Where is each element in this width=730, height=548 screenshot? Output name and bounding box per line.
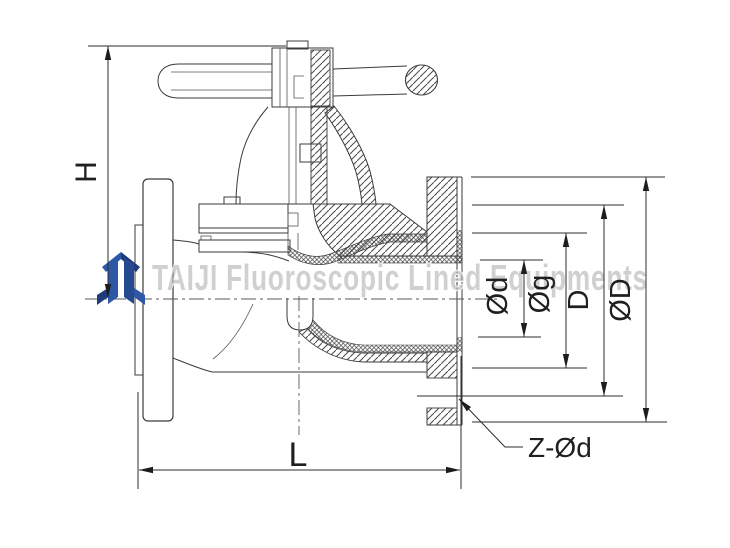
- compressor: [287, 212, 299, 227]
- dimension-H: H: [70, 45, 286, 298]
- stem-collar: [299, 143, 322, 163]
- watermark-text: TAIJI Fluoroscopic Lined Equipments: [152, 257, 648, 298]
- valve-drawing: [134, 40, 463, 426]
- bonnet-flange: [198, 196, 313, 262]
- dimension-bolt-circle: D: [417, 204, 624, 397]
- taiji-logo: [97, 252, 145, 305]
- handwheel-hub: [271, 40, 334, 108]
- dimension-sealing-face: Øg: [472, 232, 587, 369]
- dimension-L-label: L: [289, 436, 308, 474]
- callout-bolt-holes-label: Z-Ød: [528, 432, 592, 463]
- dimension-sealing-face-label: Øg: [524, 275, 556, 314]
- callout-bolt-holes: Z-Ød: [458, 398, 592, 463]
- bonnet: [235, 105, 377, 205]
- handwheel: [157, 63, 439, 99]
- valve-body-section: [172, 203, 463, 373]
- dimension-flange-od-label: ØD: [605, 278, 637, 322]
- dimension-H-label: H: [70, 161, 103, 183]
- dimension-L: L: [137, 356, 462, 489]
- dimension-bore: Ød: [478, 259, 543, 338]
- right-flange: [426, 176, 463, 426]
- liner-bottom: [304, 319, 458, 353]
- handwheel-ball-end: [404, 64, 439, 96]
- dimension-bore-label: Ød: [482, 277, 514, 316]
- dimension-flange-od: ØD: [471, 176, 667, 423]
- dimension-bolt-circle-label: D: [563, 290, 595, 311]
- weir: [286, 298, 314, 331]
